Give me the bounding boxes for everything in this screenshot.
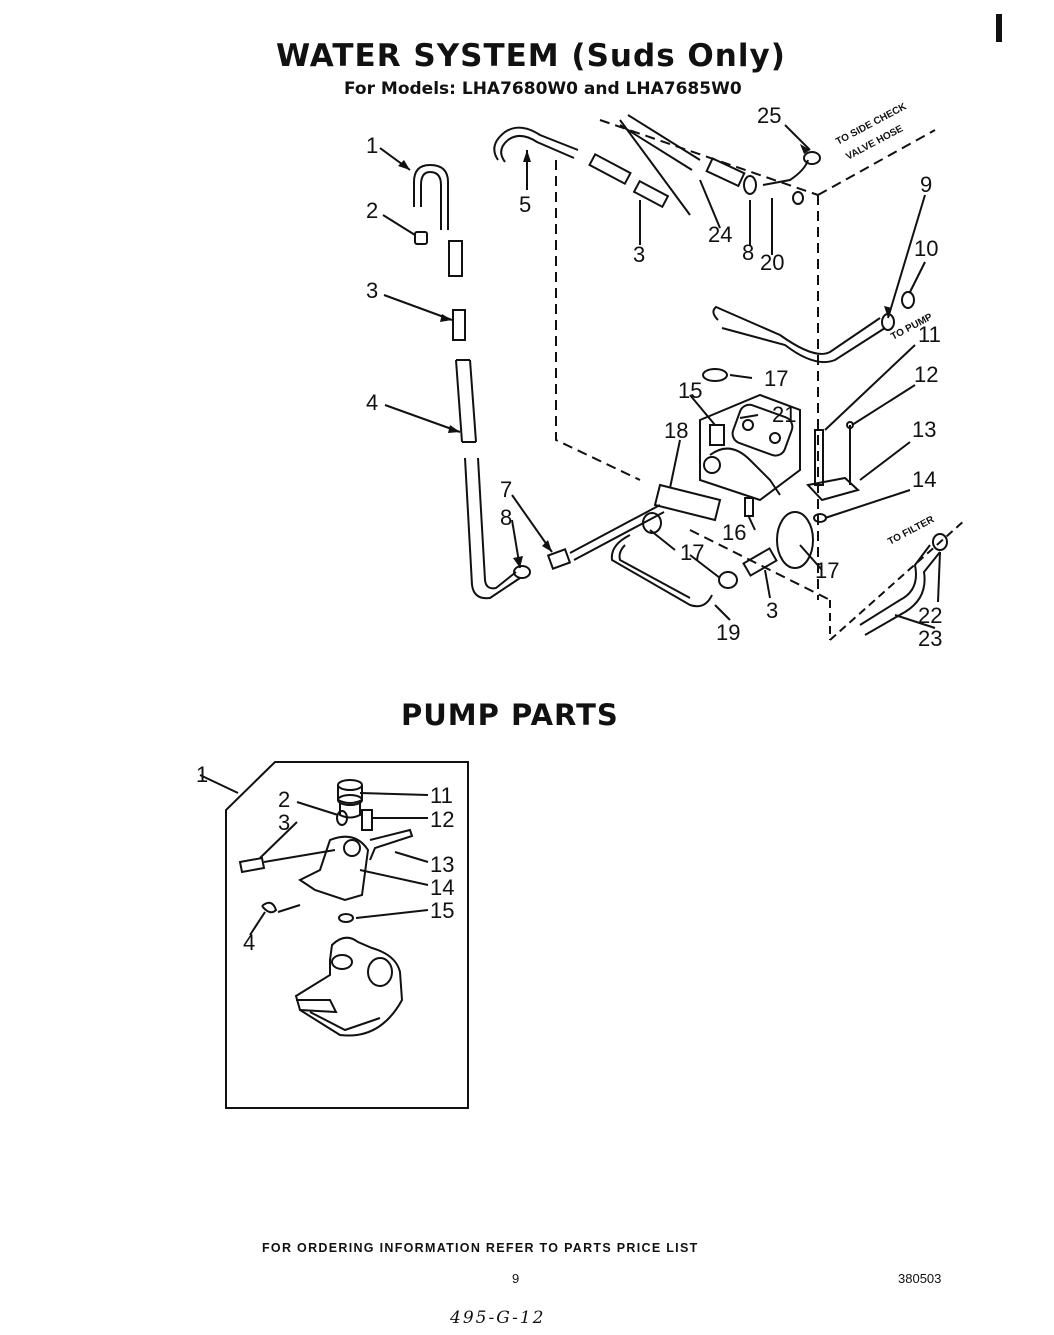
- label-to-filter: TO FILTER: [886, 514, 937, 548]
- page-title: WATER SYSTEM (Suds Only): [276, 38, 786, 74]
- pump-assembly: [699, 393, 801, 502]
- callout-24: 24: [708, 222, 732, 247]
- callout-17-mid: 17: [680, 540, 704, 565]
- callout-9: 9: [920, 172, 932, 197]
- callout-19: 19: [716, 620, 740, 645]
- pin-part-11: [814, 429, 824, 486]
- switch-part-13: [806, 476, 860, 502]
- corner-registration-mark: [996, 14, 1002, 42]
- callout-21: 21: [772, 402, 796, 427]
- cap-part-2: [414, 231, 428, 245]
- document-number: 380503: [898, 1271, 942, 1286]
- callout-17-right: 17: [815, 558, 839, 583]
- cabinet-outline-top: [599, 119, 819, 196]
- callout-22: 22: [918, 603, 942, 628]
- callout-3-top: 3: [633, 242, 645, 267]
- hose-part-5: [493, 126, 579, 161]
- clamp-part-17: [718, 571, 738, 589]
- cabinet-outline-top-right: [817, 129, 936, 196]
- callout-12: 12: [914, 362, 938, 387]
- pump-parts-title: PUMP PARTS: [401, 698, 619, 732]
- callout-3-right: 3: [766, 598, 778, 623]
- callout-8-top: 8: [742, 240, 754, 265]
- callout-8: 8: [500, 505, 512, 530]
- callout-20: 20: [760, 250, 784, 275]
- ordering-note: FOR ORDERING INFORMATION REFER TO PARTS …: [262, 1241, 699, 1255]
- cabinet-outline-left: [555, 160, 641, 481]
- washer-part-14: [813, 513, 827, 523]
- clamp-part-10: [901, 291, 915, 309]
- coupler: [448, 240, 463, 277]
- hose-part-19: [610, 534, 713, 608]
- clamp-part-22: [932, 533, 948, 551]
- tube-part-24: [619, 114, 701, 171]
- washer-part-17-top: [702, 368, 728, 382]
- callout-25: 25: [757, 103, 781, 128]
- callout-10: 10: [914, 236, 938, 261]
- plate-part-21: [731, 403, 794, 457]
- elbow-part-20: [762, 159, 809, 186]
- connector-part-3-top: [588, 152, 632, 186]
- callout-23: 23: [918, 626, 942, 651]
- fitting-part-7: [546, 548, 572, 570]
- page-number: 9: [512, 1271, 520, 1286]
- hose-part-1: [413, 163, 449, 230]
- handwritten-note: 495-G-12: [450, 1308, 546, 1328]
- model-subtitle: For Models: LHA7680W0 and LHA7685W0: [344, 79, 742, 99]
- callout-1: 1: [366, 133, 378, 158]
- callout-18: 18: [664, 418, 688, 443]
- pump-disk: [776, 511, 814, 569]
- clamp-part-8: [743, 175, 757, 195]
- bracket-part-18: [653, 483, 722, 522]
- tube-part-4: [455, 359, 477, 443]
- clamp-part-25: [803, 151, 821, 165]
- callout-4: 4: [366, 390, 378, 415]
- callout-11: 11: [918, 322, 941, 347]
- callout-7: 7: [500, 477, 512, 502]
- lower-hose: [464, 457, 521, 600]
- callout-2: 2: [366, 198, 378, 223]
- callout-14: 14: [912, 467, 936, 492]
- connector-part-3-left: [452, 309, 466, 341]
- hose-part-9: [712, 305, 881, 355]
- callout-16: 16: [722, 520, 746, 545]
- hose-part-23: [859, 544, 941, 636]
- callout-3: 3: [366, 278, 378, 303]
- gasket-part-17: [642, 512, 662, 534]
- callout-15: 15: [678, 378, 702, 403]
- connector-part-3-right: [742, 547, 778, 577]
- screw-part-16: [744, 497, 754, 517]
- callout-13: 13: [912, 417, 936, 442]
- callout-17-top: 17: [764, 366, 788, 391]
- callout-5: 5: [519, 192, 531, 217]
